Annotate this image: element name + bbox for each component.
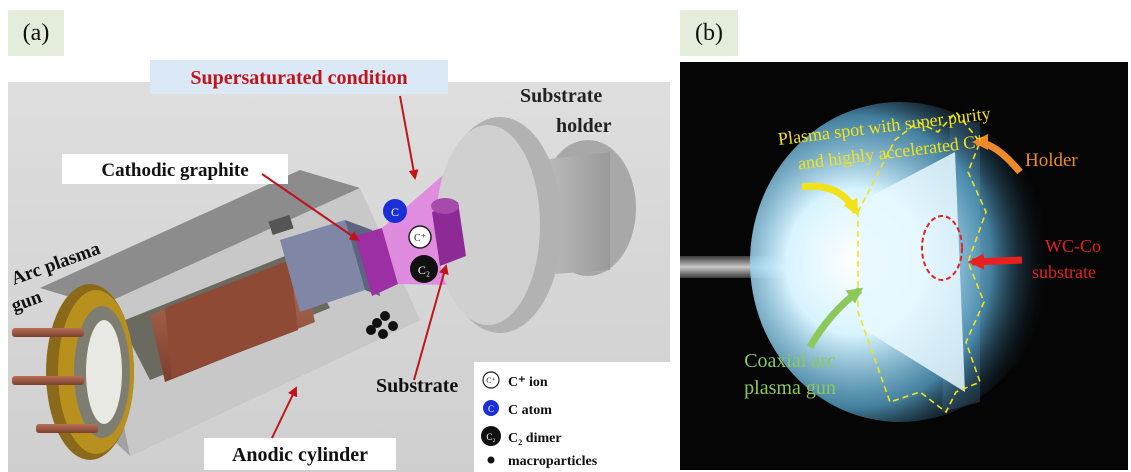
legend-c-ion-glyph: C⁺ — [486, 376, 496, 385]
legend-c-ion-label: C⁺ ion — [508, 375, 548, 390]
orange-arrow — [972, 134, 1023, 175]
arrow-substrate — [413, 264, 449, 381]
gold-flange — [46, 284, 134, 460]
cathodic-graphite-label-box — [62, 154, 288, 184]
arrow-cathodic-graphite — [261, 173, 360, 242]
macroparticles — [366, 311, 398, 339]
legend-c2-dimer-symbol — [481, 426, 501, 446]
legend-c-atom-label: C atom — [508, 403, 552, 418]
legend-c2-dimer-glyph: C₂ — [486, 432, 495, 442]
supersaturated-label-box — [150, 60, 448, 94]
substrate-holder-label-line2: holder — [556, 115, 612, 137]
species-in-plume: C C⁺ C₂ — [383, 199, 438, 283]
anodic-cylinder-label: Anodic cylinder — [232, 444, 368, 466]
plasma-at-cathode — [355, 228, 398, 296]
plasma-photograph: Plasma spot with super purity and highly… — [680, 62, 1128, 470]
c2-dimer-glyph: C₂ — [418, 263, 430, 277]
c-atom-symbol — [383, 199, 407, 223]
panel-b-tag: (b) — [680, 10, 738, 56]
anodic-cylinder-label-box — [204, 438, 396, 470]
legend-c-atom-glyph: C — [488, 404, 494, 414]
legend-macroparticle-dot — [487, 456, 495, 464]
wcco-label-line2: substrate — [1032, 262, 1096, 282]
coaxial-label-line1: Coaxial arc — [744, 350, 836, 372]
wcco-label-line1: WC-Co — [1045, 236, 1101, 256]
plasma-core — [860, 152, 965, 392]
plasma-spot-boundary — [857, 110, 987, 414]
substrate-holder-label-line1: Substrate — [520, 85, 602, 107]
legend-c-ion-symbol — [482, 371, 500, 389]
green-arrow — [806, 287, 864, 349]
cathodic-graphite-label: Cathodic graphite — [101, 160, 248, 181]
c-atom-glyph: C — [391, 205, 399, 219]
c2-dimer-symbol — [410, 255, 438, 283]
legend-c2-dimer-label: C₂ dimer — [508, 431, 562, 446]
panel-a-tag: (a) — [8, 10, 64, 56]
species-legend: C⁺ C⁺ ion C C atom C₂ C₂ dimer macropart… — [474, 362, 672, 472]
yellow-arrow — [801, 182, 860, 216]
legend-c-atom-symbol — [483, 400, 499, 416]
holder-label: Holder — [1025, 150, 1078, 171]
arrow-anodic-cylinder — [271, 386, 298, 439]
copper-cathode-body — [120, 250, 330, 382]
substrate-block — [431, 198, 466, 266]
coaxial-label-line2: plasma gun — [744, 377, 836, 399]
c-ion-glyph: C⁺ — [414, 233, 426, 244]
legend-macroparticles-label: macroparticles — [508, 454, 598, 469]
apparatus-schematic: Supersaturated condition — [8, 60, 672, 472]
substrate-label: Substrate — [376, 375, 458, 397]
c-ion-symbol — [408, 225, 432, 249]
copper-rods — [12, 328, 98, 433]
red-arrow — [968, 253, 1023, 270]
substrate-holder — [436, 117, 636, 333]
supersaturated-label: Supersaturated condition — [190, 67, 407, 89]
arrow-supersaturated — [399, 95, 419, 180]
wcco-substrate-outline — [921, 215, 963, 281]
